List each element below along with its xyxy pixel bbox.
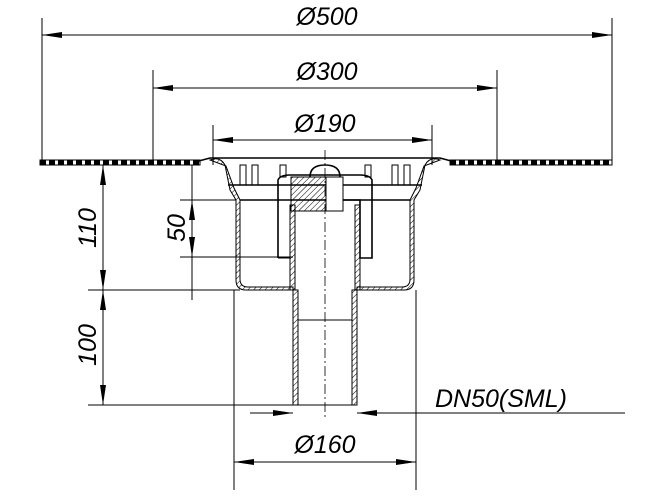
dim-outer-diameter: Ø500	[295, 3, 357, 31]
dim-flange-diameter: Ø300	[295, 58, 357, 86]
extension-lines	[41, 18, 613, 490]
dim-body-diameter: Ø160	[293, 431, 355, 459]
dimension-lines	[42, 32, 625, 465]
dim-grate-diameter: Ø190	[293, 110, 355, 138]
dim-outlet-length: 100	[74, 324, 102, 366]
dim-insert-height: 50	[163, 214, 191, 242]
dim-body-height: 110	[74, 208, 102, 248]
membrane-flange	[39, 157, 613, 166]
dim-outlet-spec: DN50(SML)	[435, 385, 567, 413]
drain-body	[208, 150, 442, 420]
